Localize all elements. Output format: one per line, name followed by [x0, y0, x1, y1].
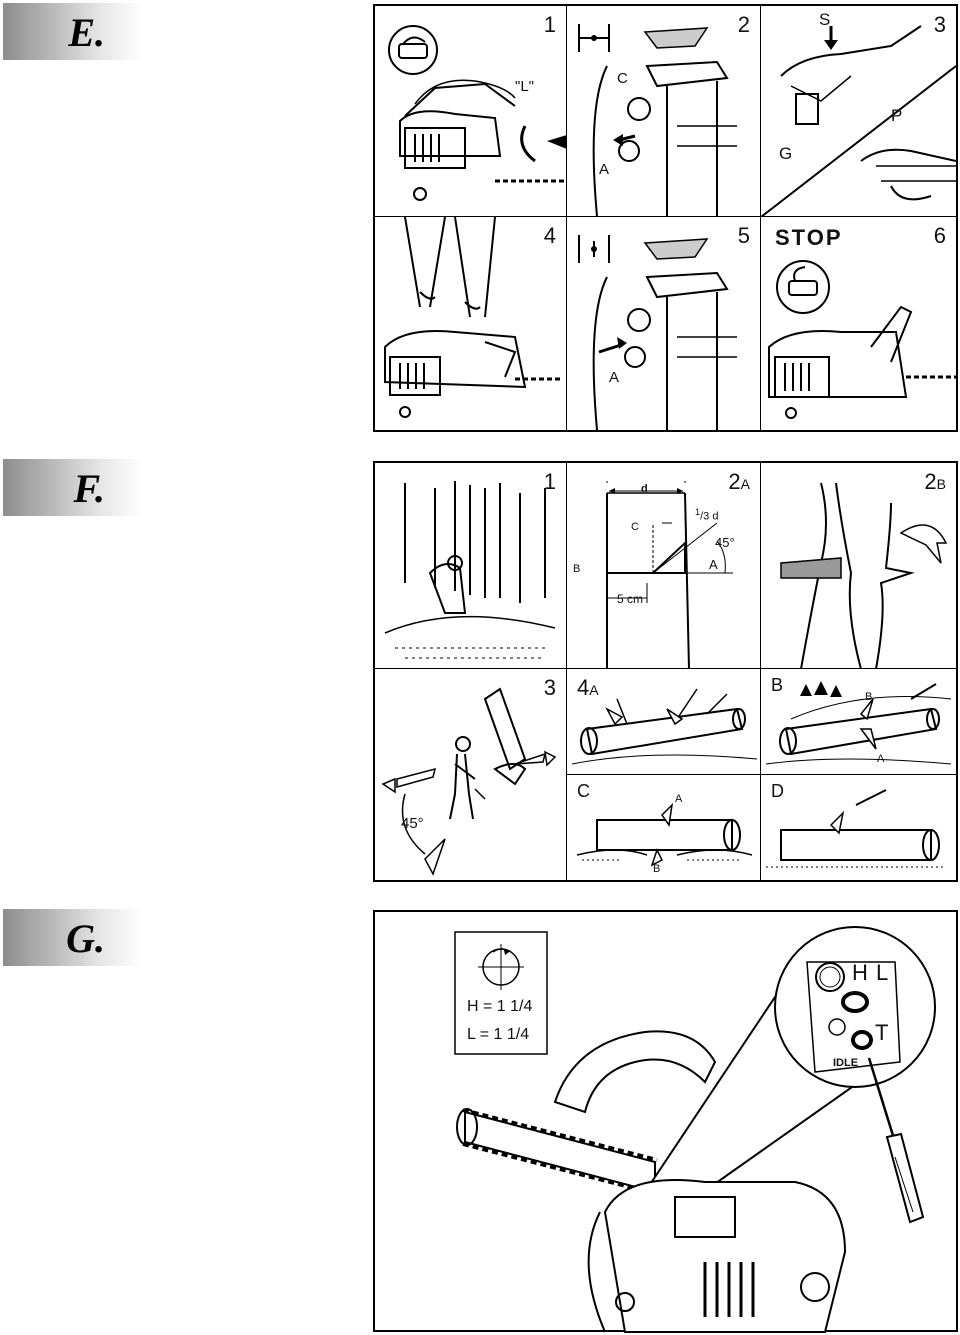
g-label-l: L: [876, 960, 889, 985]
g-label-idle: IDLE: [833, 1057, 859, 1069]
f-panel-3-number: 3: [543, 675, 556, 700]
f-panel-2a: 2A d 1/3 d C B A 45° 5 cm: [567, 463, 761, 669]
f-label-45deg: 45°: [715, 535, 735, 550]
figure-g: H = 1 1/4 L = 1 1/4 H L T IDLE: [373, 910, 958, 1333]
f-label-a-2: A: [877, 753, 885, 765]
f-panel-2b: 2B: [761, 463, 956, 669]
e-panel-1-number: 1: [543, 12, 556, 37]
section-letter-g: G.: [66, 916, 105, 961]
f-panel-3-drawing: [381, 687, 557, 876]
f-panel-4c-drawing: [576, 802, 753, 867]
g-carburetor-drawing: [454, 926, 936, 1333]
section-letter-f: F.: [73, 466, 105, 511]
f-label-b-2: B: [865, 691, 873, 703]
f-panel-4b-drawing: [765, 681, 952, 765]
section-tab-g: G.: [3, 909, 143, 966]
f-panel-4a-number: 4A: [577, 675, 599, 700]
e-panel-4-number: 4: [543, 223, 556, 248]
e-panel-6-drawing: [768, 260, 956, 419]
e-label-s: S: [819, 10, 831, 29]
f-label-a: A: [709, 557, 718, 572]
e-panel-2: 2 C A: [567, 6, 761, 217]
e-label-stop: STOP: [775, 225, 843, 250]
figure-e: 1 "L" 2: [373, 4, 958, 432]
f-panel-4a-drawing: [571, 688, 758, 765]
f-panel-2b-number: 2B: [924, 469, 946, 494]
e-panel-3: 3 S G P: [761, 6, 956, 217]
f-panel-1-number: 1: [543, 469, 556, 494]
section-tab-e: E.: [3, 3, 143, 60]
e-label-p: P: [891, 106, 903, 125]
f-panel-4c-letter: C: [577, 781, 590, 801]
section-letter-e: E.: [68, 10, 105, 55]
e-panel-5-number: 5: [737, 223, 750, 248]
f-panel-1: 1: [375, 463, 567, 669]
g-setting-h: H = 1 1/4: [467, 998, 533, 1015]
f-panel-2a-drawing: [606, 481, 733, 668]
f-panel-1-drawing: [384, 481, 556, 659]
f-panel-4b-letter: B: [771, 675, 784, 695]
e-label-g: G: [779, 144, 793, 163]
e-label-l: "L": [515, 78, 534, 95]
f-panel-3: 3 45°: [375, 669, 567, 880]
f-panel-4d-letter: D: [771, 781, 784, 801]
f-panel-2b-drawing: [780, 482, 948, 668]
g-label-t: T: [875, 1020, 889, 1045]
f-label-c: C: [631, 521, 639, 533]
f-label-fraction: 1/3 d: [695, 507, 719, 523]
e-panel-6-number: 6: [933, 223, 946, 248]
e-panel-3-drawing: [761, 25, 956, 216]
e-panel-4-drawing: [384, 217, 560, 418]
g-setting-l: L = 1 1/4: [467, 1026, 530, 1043]
e-label-c: C: [617, 70, 628, 87]
f-panel-4c: C A B: [567, 775, 761, 880]
f-panel-4b: B B A: [761, 669, 956, 775]
section-tab-f: F.: [3, 459, 143, 516]
f-label-a-3: A: [675, 793, 683, 805]
f-label-b-3: B: [653, 863, 661, 875]
e-label-a-5: A: [609, 369, 620, 386]
f-panel-4a: 4A: [567, 669, 761, 775]
f-label-5cm: 5 cm: [617, 592, 644, 606]
figure-f: 1 2A d 1/3 d C B A 45°: [373, 461, 958, 882]
g-label-h: H: [852, 960, 868, 985]
e-panel-2-number: 2: [737, 12, 750, 37]
e-label-a: A: [599, 161, 610, 178]
f-panel-2a-number: 2A: [728, 469, 750, 494]
f-label-b: B: [573, 563, 581, 575]
f-panel-4d: D: [761, 775, 956, 880]
e-panel-4: 4: [375, 217, 567, 430]
e-panel-1-drawing: [388, 25, 566, 201]
f-label-d: d: [641, 483, 648, 495]
e-panel-3-number: 3: [933, 12, 946, 37]
e-panel-1: 1 "L": [375, 6, 567, 217]
e-panel-2-drawing: [578, 24, 737, 216]
f-label-walk-45deg: 45°: [401, 815, 424, 832]
e-panel-5-drawing: [578, 235, 737, 430]
e-panel-6: 6 STOP: [761, 217, 956, 430]
e-panel-5: 5 A: [567, 217, 761, 430]
f-panel-4d-drawing: [766, 789, 946, 868]
